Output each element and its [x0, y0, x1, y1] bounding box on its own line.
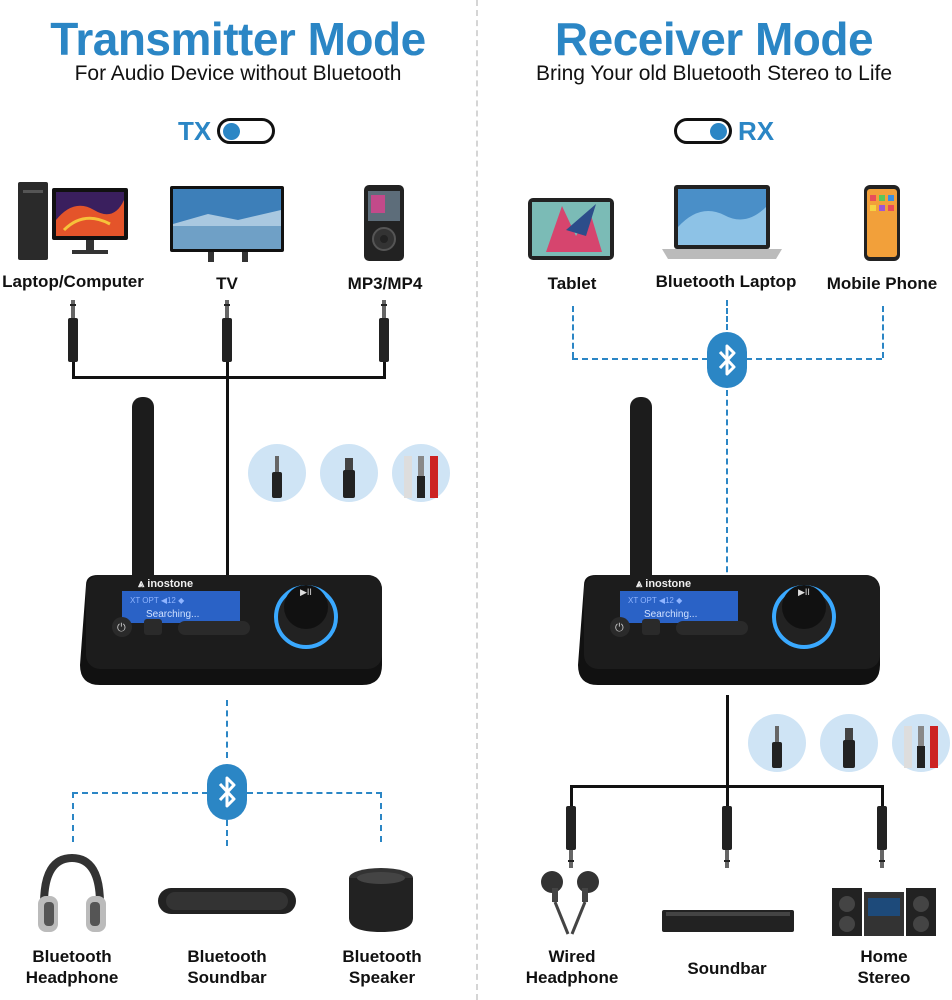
rca-connector-icon [392, 444, 450, 502]
cable [881, 785, 884, 807]
receiver-panel: Receiver Mode Bring Your old Bluetooth S… [476, 0, 952, 1000]
device-screen-status: XT OPT ◀12 ◆ [130, 596, 185, 605]
output-label-wired-headphone: Wired Headphone [525, 947, 619, 987]
mobile-phone-icon [864, 185, 900, 261]
optical-connector-icon [820, 714, 878, 772]
inostone-logo: ⩓ inostone [137, 578, 193, 590]
source-label-phone: Mobile Phone [826, 274, 938, 293]
source-label-tablet: Tablet [547, 274, 597, 293]
tx-label: TX [178, 115, 212, 146]
inostone-logo: ⩓ inostone [635, 578, 691, 590]
audio-jack-icon [222, 300, 232, 362]
transmitter-title: Transmitter Mode [50, 13, 426, 65]
bluetooth-link-line [247, 792, 382, 794]
audio-jack-icon [379, 300, 389, 362]
laptop-icon [662, 185, 782, 259]
bluetooth-link-line [72, 792, 74, 842]
bluetooth-link-line [380, 792, 382, 842]
svg-text:⏻: ⏻ [117, 622, 126, 634]
receiver-title: Receiver Mode [554, 13, 874, 65]
rx-toggle-icon [674, 118, 732, 144]
output-label-soundbar: Bluetooth Soundbar [187, 947, 267, 987]
output-label-home-stereo: Home Stereo [857, 947, 911, 987]
bluetooth-link-line [226, 700, 228, 758]
audio-jack-icon [566, 806, 576, 868]
mp3-player-icon [364, 185, 404, 261]
source-label-laptop: Bluetooth Laptop [655, 272, 797, 291]
audio-jack-icon [68, 300, 78, 362]
svg-text:▶II: ▶II [798, 587, 810, 597]
device-screen-status: XT OPT ◀12 ◆ [628, 596, 683, 605]
bluetooth-link-line [572, 358, 708, 360]
soundbar-icon [158, 888, 296, 914]
rca-connector-icon [892, 714, 950, 772]
desktop-computer-icon [18, 182, 128, 260]
svg-text:▶II: ▶II [300, 587, 312, 597]
inostone-bluetooth-device: XT OPT ◀12 ◆ Searching... ⩓ inostone ▶II… [80, 397, 382, 685]
cable [570, 785, 573, 807]
output-label-headphone: Bluetooth Headphone [25, 947, 119, 987]
tablet-icon [528, 198, 614, 260]
center-divider [476, 0, 478, 1000]
tv-icon [170, 186, 284, 262]
audio-jack-icon [877, 806, 887, 868]
bluetooth-link-line [72, 792, 208, 794]
soundbar-icon [662, 910, 794, 932]
cable [226, 362, 229, 582]
home-stereo-icon [832, 888, 936, 936]
output-label-speaker: Bluetooth Speaker [342, 947, 422, 987]
device-screen-searching: Searching... [644, 609, 697, 620]
optical-connector-icon [320, 444, 378, 502]
rx-label: RX [738, 115, 775, 146]
source-label-mp3: MP3/MP4 [347, 274, 423, 293]
bluetooth-icon [207, 764, 247, 820]
bluetooth-link-line [726, 300, 728, 330]
cable [72, 362, 75, 378]
receiver-subtitle: Bring Your old Bluetooth Stereo to Life [535, 62, 893, 85]
svg-text:⏻: ⏻ [615, 622, 624, 634]
earphones-icon [541, 871, 599, 935]
headphone-icon [38, 853, 106, 932]
cable [726, 695, 729, 787]
cable [726, 785, 729, 807]
rx-mode-switch: RX [674, 112, 774, 150]
bluetooth-link-line [226, 820, 228, 846]
output-label-soundbar: Soundbar [687, 959, 767, 978]
audio-jack-icon [722, 806, 732, 868]
bluetooth-icon [707, 332, 747, 388]
aux-connector-icon [748, 714, 806, 772]
source-label-tv: TV [216, 274, 238, 293]
cable [72, 376, 386, 379]
transmitter-panel: Transmitter Mode For Audio Device withou… [2, 13, 450, 987]
aux-connector-icon [248, 444, 306, 502]
inostone-bluetooth-device: XT OPT ◀12 ◆ Searching... ⩓ inostone ▶II… [578, 397, 880, 685]
device-screen-searching: Searching... [146, 609, 199, 620]
bluetooth-link-line [572, 306, 574, 358]
cable [383, 362, 386, 378]
speaker-icon [349, 868, 413, 932]
bluetooth-link-line [882, 306, 884, 358]
transmitter-subtitle: For Audio Device without Bluetooth [74, 62, 402, 85]
source-label-laptop: Laptop/Computer [2, 272, 144, 291]
tx-mode-switch: TX [178, 112, 276, 150]
bluetooth-link-line [726, 390, 728, 582]
tx-toggle-icon [217, 118, 276, 144]
bluetooth-link-line [746, 358, 882, 360]
